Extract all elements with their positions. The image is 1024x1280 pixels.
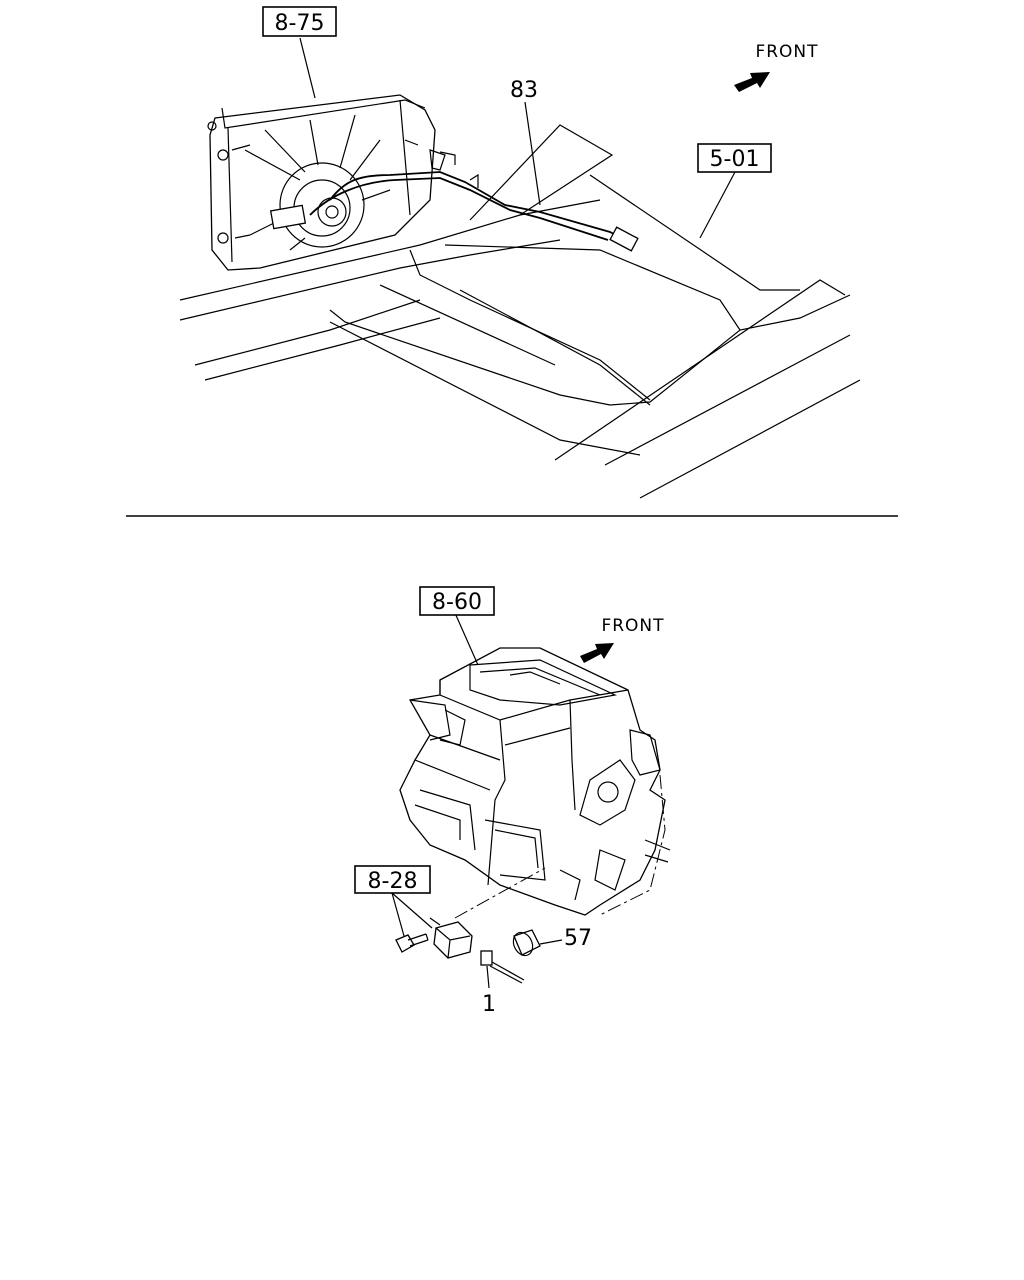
front-label-upper: FRONT [755,42,818,62]
ref-label-57: 57 [564,926,592,951]
front-label-lower: FRONT [601,616,664,636]
leader-1 [486,965,490,989]
clip-part [512,929,541,957]
front-indicator-upper: FRONT [734,42,818,92]
ref-label-8-28: 8-28 [368,869,418,894]
upper-view: 8-75 83 5-01 FRONT [179,6,861,499]
front-arrow-icon [734,72,770,92]
sensor-part [480,950,525,984]
lower-view: 8-60 8-28 57 1 FRONT [354,586,671,1017]
ref-label-1: 1 [482,992,496,1017]
leader-8-28-a [391,892,405,937]
front-arrow-icon [580,643,614,663]
leader-8-28-b [391,892,433,929]
leader-5-01 [699,171,736,239]
vehicle-frame [179,124,861,499]
leader-8-75 [299,37,316,99]
fan-motor-assembly [207,94,436,271]
ref-box-5-01: 5-01 [697,143,772,173]
ref-label-5-01: 5-01 [710,147,760,172]
wiring-harness [309,149,639,252]
ref-label-8-60: 8-60 [432,590,482,615]
ref-box-8-60: 8-60 [419,586,495,616]
ref-label-83: 83 [510,78,538,103]
heater-unit [399,647,671,916]
leader-8-60 [454,612,479,666]
leader-83 [524,101,541,206]
ref-label-8-75: 8-75 [275,11,325,36]
resistor-module [429,917,473,959]
front-indicator-lower: FRONT [580,616,664,663]
leader-57 [539,939,563,945]
ref-box-8-75: 8-75 [262,6,337,37]
screw-icon [395,933,429,953]
install-line [454,867,546,919]
ref-box-8-28: 8-28 [354,865,431,894]
